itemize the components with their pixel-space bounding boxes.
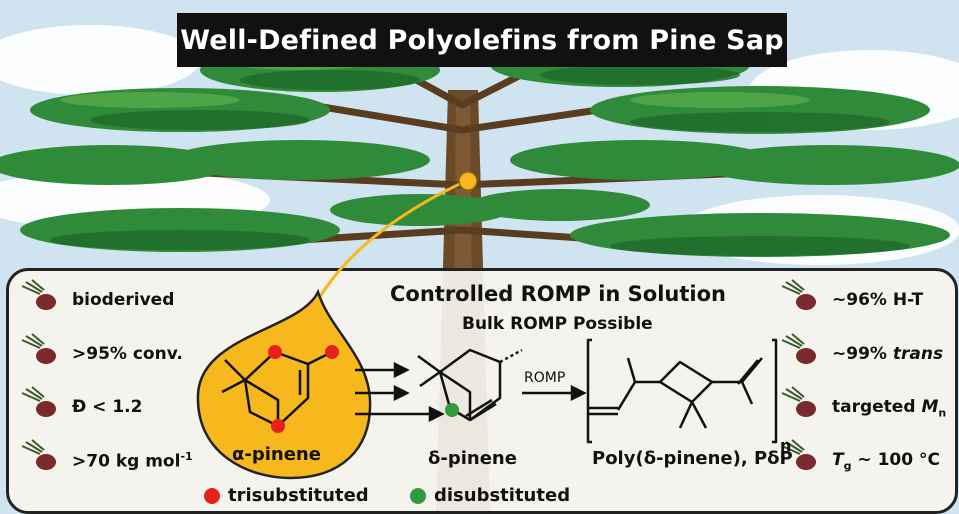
left-feature-4: >70 kg mol-1 [72,450,193,472]
right-feature-3-pre: targeted [832,397,922,417]
sap-source-dot [458,171,478,191]
right-feature-3-italic: M [921,397,939,417]
polymer-structure [586,338,778,444]
summary-panel [6,268,958,514]
right-feature-2-italic: trans [892,344,944,364]
panel-subheading: Bulk ROMP Possible [462,314,653,334]
right-cone-icons [781,279,816,470]
left-feature-4-text: >70 kg mol [72,451,181,472]
right-feature-2: ~99% trans [832,344,943,364]
legend-trisubstituted: trisubstituted [228,485,369,506]
left-feature-1: bioderived [72,290,175,310]
alpha-pinene-label: α-pinene [232,444,321,465]
left-cone-icons [21,279,56,470]
right-feature-4-sub: g [843,459,852,473]
panel-heading: Controlled ROMP in Solution [390,282,726,306]
alpha-red-dot-2 [325,345,339,359]
right-feature-4-post: ~ 100 °C [851,450,940,470]
polymer-label: Poly(δ-pinene), PδP [592,448,793,469]
right-feature-3: targeted Mn [832,397,946,419]
right-feature-4: Tg ~ 100 °C [832,450,940,472]
right-feature-4-italic: T [832,450,844,470]
sap-callout-line [316,178,469,301]
left-feature-3: Đ < 1.2 [72,397,143,417]
alpha-red-dot-1 [268,345,282,359]
right-feature-1: ~96% H-T [832,290,924,310]
left-feature-4-sup: -1 [180,450,193,463]
polymer-repeat-n: n [780,436,792,455]
romp-arrow-label: ROMP [524,370,566,386]
left-feature-2: >95% conv. [72,344,183,364]
right-feature-2-pre: ~99% [832,344,893,364]
right-feature-3-sub: n [938,406,947,420]
alpha-red-dot-3 [271,419,285,433]
figure-title: Well-Defined Polyolefins from Pine Sap [177,13,787,67]
legend-disubstituted: disubstituted [434,485,571,506]
legend-red-dot [204,488,220,504]
delta-green-dot [445,403,459,417]
delta-pinene-label: δ-pinene [428,448,517,469]
legend-green-dot [410,488,426,504]
